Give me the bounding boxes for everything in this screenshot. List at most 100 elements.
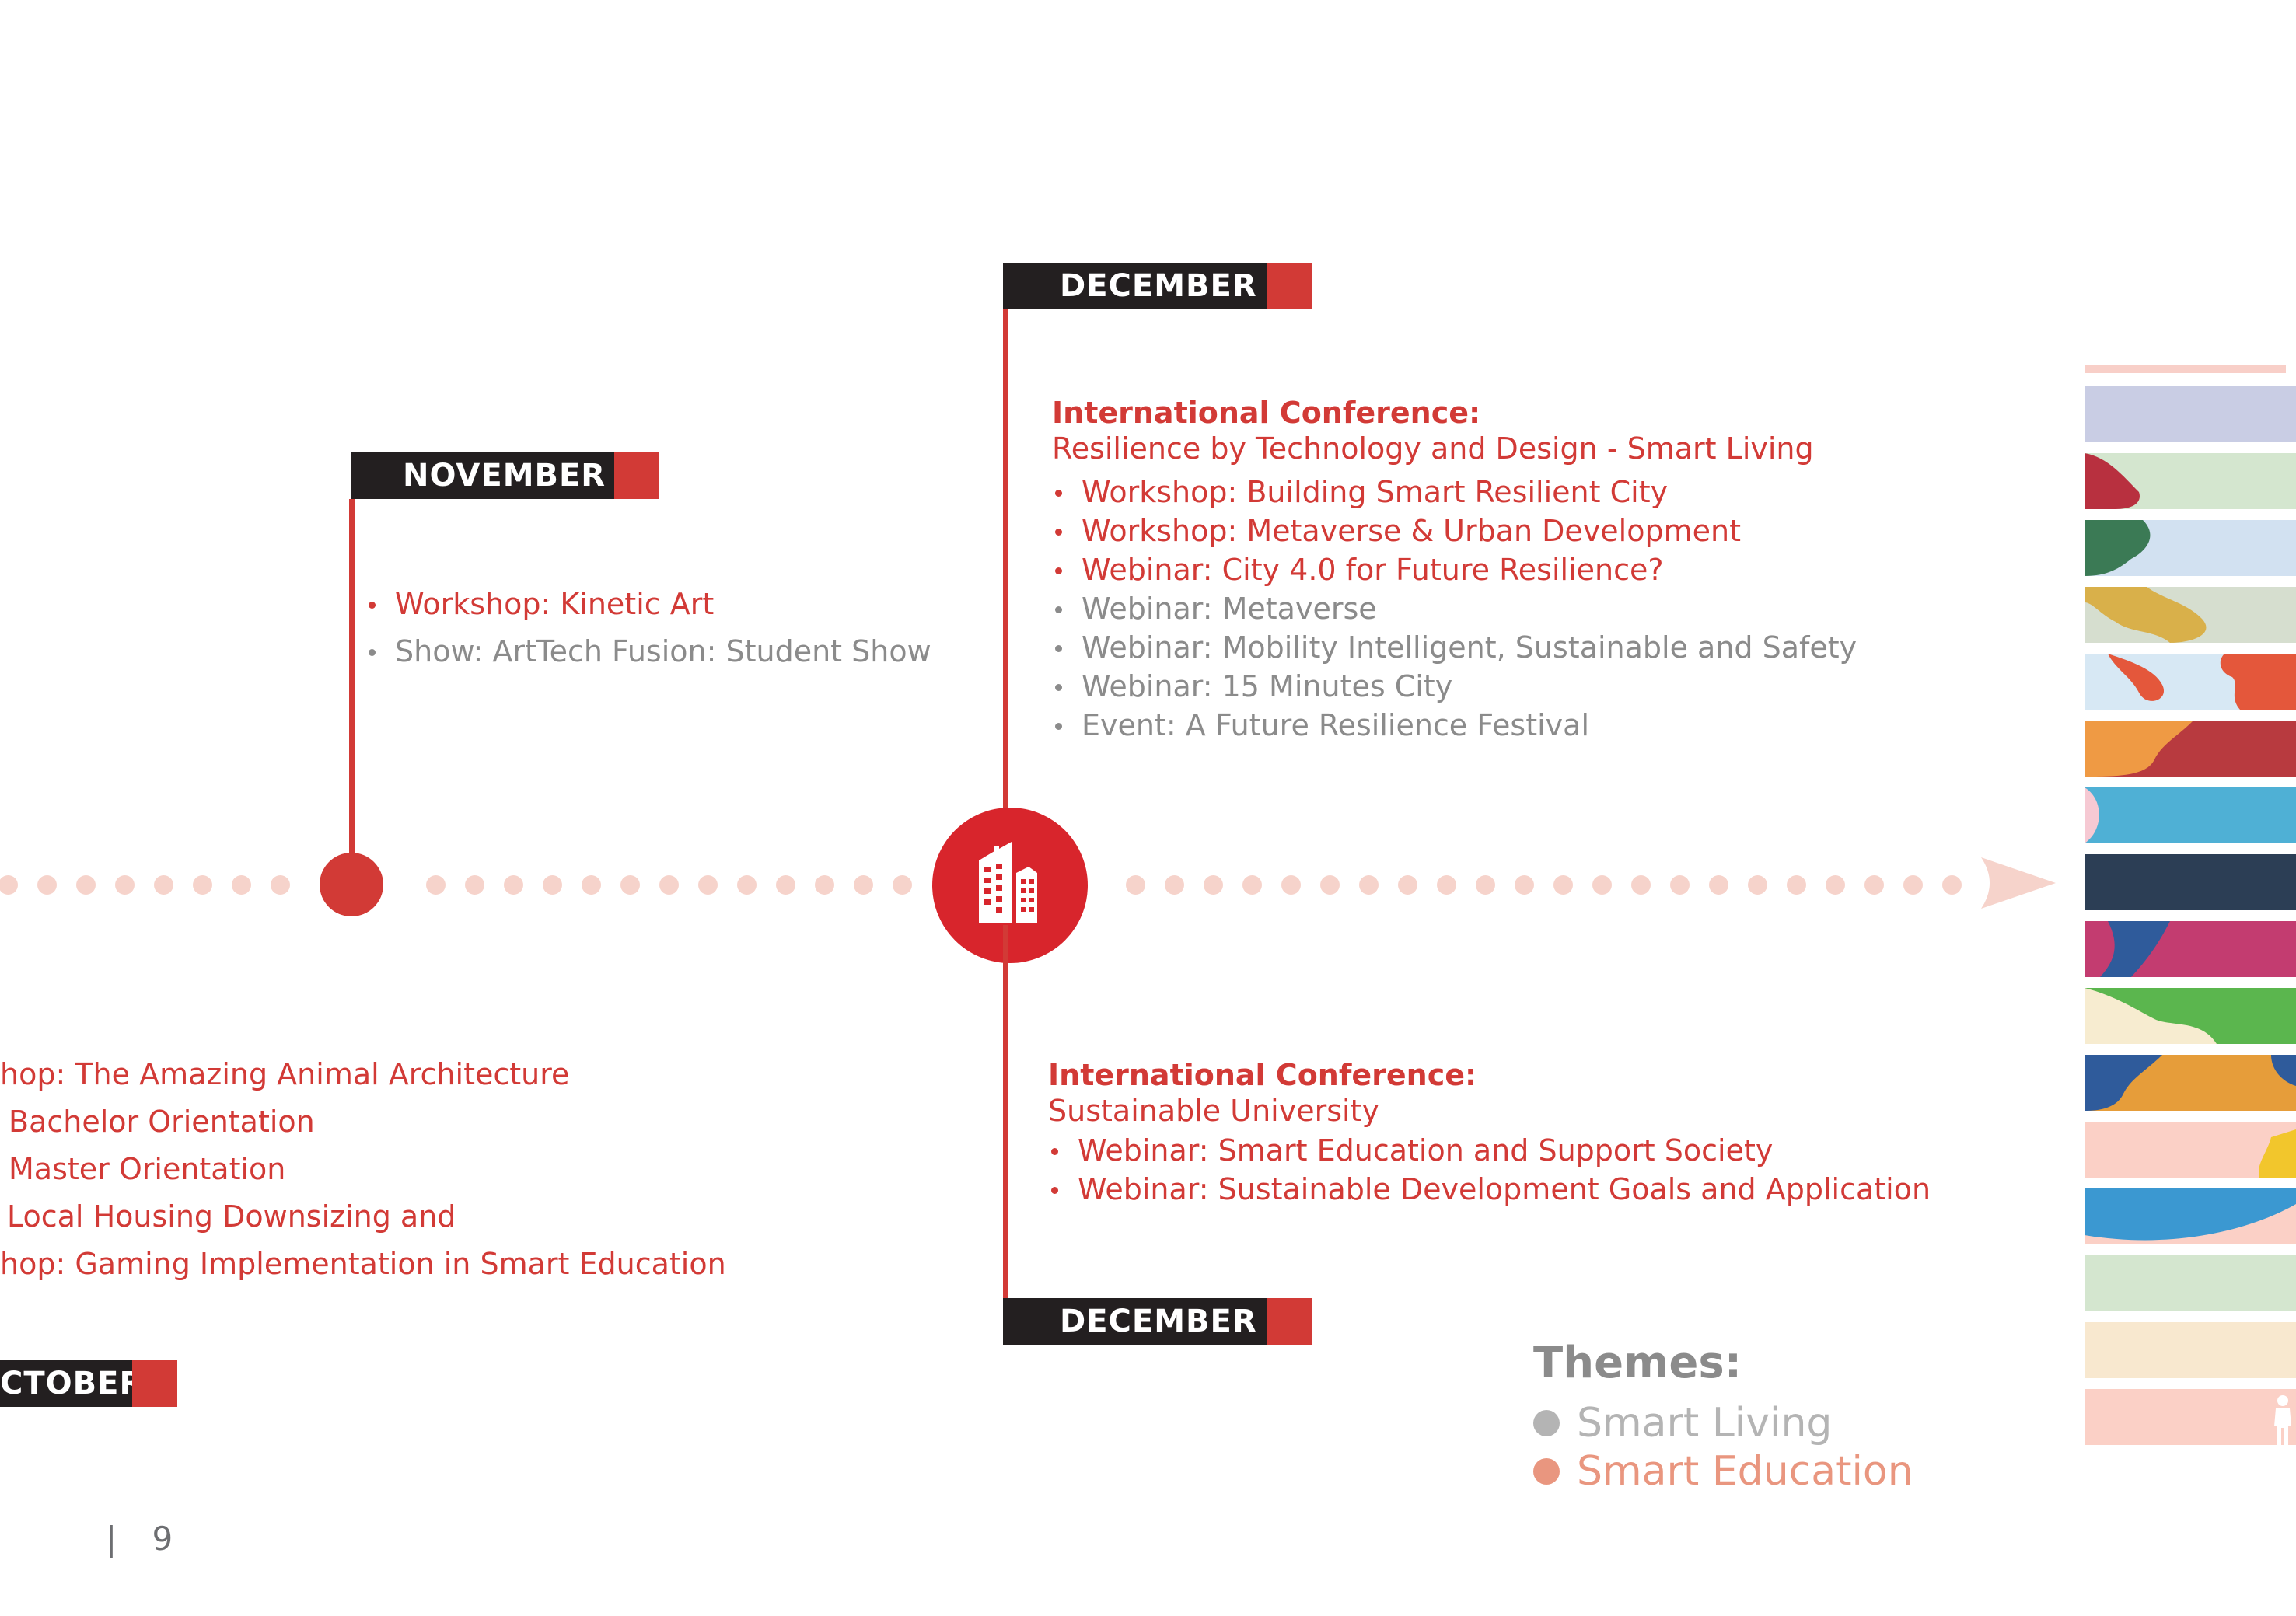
timeline-dot — [698, 874, 718, 895]
decorative-stripe — [2085, 520, 2296, 576]
timeline-dot — [271, 874, 290, 895]
timeline-dot — [1204, 874, 1223, 895]
conference-title: International Conference: — [1052, 396, 1481, 430]
decorative-stripe — [2085, 854, 2296, 910]
timeline-hub — [932, 808, 1088, 963]
timeline-dot — [893, 874, 912, 895]
decorative-stripe — [2085, 1122, 2296, 1178]
timeline-dot — [426, 874, 446, 895]
timeline-dot — [815, 874, 834, 895]
conference-subtitle: Resilience by Technology and Design - Sm… — [1052, 431, 1814, 466]
conference-title: International Conference: — [1048, 1058, 1477, 1092]
timeline-dot — [1126, 874, 1145, 895]
decorative-stripe — [2085, 787, 2296, 843]
list-item: Webinar: Smart Education and Support Soc… — [1048, 1131, 1931, 1170]
timeline-dot — [1670, 874, 1690, 895]
timeline-dot — [1942, 874, 1962, 895]
list-item: Workshop: Metaverse & Urban Development — [1052, 511, 1857, 550]
person-icon — [2274, 1395, 2291, 1445]
timeline-dot — [1709, 874, 1728, 895]
timeline-dot — [1592, 874, 1612, 895]
timeline-dot — [1864, 874, 1884, 895]
month-text: NOVEMBER — [403, 458, 606, 494]
month-label-accent — [132, 1360, 177, 1407]
decorative-stripe — [2085, 921, 2296, 977]
timeline-dot — [543, 874, 562, 895]
timeline-dot — [465, 874, 484, 895]
list-item: hop: The Amazing Animal Architecture — [0, 1057, 570, 1091]
legend-label: Smart Education — [1577, 1448, 1913, 1495]
timeline-dot — [854, 874, 873, 895]
timeline-dot — [1359, 874, 1379, 895]
month-text: CTOBER — [0, 1366, 145, 1401]
decorative-stripe — [2085, 453, 2296, 509]
decorative-stripe — [2085, 721, 2296, 777]
december-bottom-content: International Conference: Sustainable Un… — [1048, 1057, 1931, 1209]
decorative-stripe — [2085, 587, 2296, 643]
decorative-stripe — [2085, 1389, 2296, 1445]
month-text: DECEMBER — [1060, 268, 1257, 304]
timeline-dot — [1748, 874, 1767, 895]
timeline-dot — [620, 874, 640, 895]
timeline-dot — [1515, 874, 1534, 895]
conference-subtitle: Sustainable University — [1048, 1094, 1379, 1128]
month-label-accent — [614, 452, 659, 499]
month-label-november: NOVEMBER — [351, 452, 659, 499]
decorative-stripe — [2085, 365, 2286, 373]
list-item: Webinar: Mobility Intelligent, Sustainab… — [1052, 628, 1857, 667]
legend-marker — [1533, 1410, 1560, 1436]
decorative-stripe — [2085, 654, 2296, 710]
timeline-dot — [1631, 874, 1651, 895]
page-number: 9 — [152, 1520, 173, 1558]
list-item: Event: A Future Resilience Festival — [1052, 706, 1857, 745]
decorative-stripe — [2085, 1255, 2296, 1311]
timeline-dot — [582, 874, 601, 895]
timeline-dot — [0, 874, 18, 895]
month-label-december-top: DECEMBER — [1003, 263, 1312, 309]
decorative-stripe — [2085, 988, 2296, 1044]
month-label-december-bottom: DECEMBER — [1003, 1298, 1312, 1345]
list-item: Local Housing Downsizing and — [7, 1199, 456, 1234]
list-item: Webinar: Metaverse — [1052, 589, 1857, 628]
timeline-dot — [1553, 874, 1573, 895]
month-label-accent — [1267, 263, 1312, 309]
timeline-dot — [504, 874, 523, 895]
timeline-dot — [37, 874, 57, 895]
timeline-dot — [154, 874, 173, 895]
arrow-right-icon — [1981, 857, 2056, 909]
timeline-dot — [232, 874, 251, 895]
timeline-dot — [1476, 874, 1495, 895]
timeline-dot — [76, 874, 96, 895]
month-label-october: CTOBER — [0, 1360, 177, 1407]
legend-entry-smart-education: Smart Education — [1533, 1447, 1913, 1496]
timeline-dot — [1903, 874, 1923, 895]
december-top-content: International Conference: Resilience by … — [1052, 395, 1857, 745]
timeline-dot — [1787, 874, 1806, 895]
list-item: Webinar: City 4.0 for Future Resilience? — [1052, 550, 1857, 589]
decorative-stripe — [2085, 1188, 2296, 1244]
list-item: Master Orientation — [9, 1152, 286, 1186]
timeline-dot — [1826, 874, 1845, 895]
list-item: Show: ArtTech Fusion: Student Show — [365, 632, 931, 671]
timeline-dot — [737, 874, 757, 895]
timeline-dot — [1281, 874, 1301, 895]
legend-label: Smart Living — [1577, 1400, 1833, 1447]
decorative-stripe — [2085, 386, 2296, 442]
decorative-stripe — [2085, 1055, 2296, 1111]
timeline-dot — [115, 874, 135, 895]
month-text: DECEMBER — [1060, 1304, 1257, 1339]
legend-title: Themes: — [1533, 1338, 1742, 1388]
timeline-dot — [1437, 874, 1456, 895]
list-item: hop: Gaming Implementation in Smart Educ… — [0, 1247, 726, 1281]
timeline-dot — [1242, 874, 1262, 895]
legend-entry-smart-living: Smart Living — [1533, 1399, 1832, 1447]
themes-legend: Themes: Smart Living Smart Education — [1533, 1338, 1913, 1496]
timeline-dot — [1165, 874, 1184, 895]
month-label-accent — [1267, 1298, 1312, 1345]
list-item: Webinar: 15 Minutes City — [1052, 667, 1857, 706]
list-item: Workshop: Building Smart Resilient City — [1052, 473, 1857, 511]
list-item: Workshop: Kinetic Art — [365, 585, 931, 623]
timeline-dot — [659, 874, 679, 895]
timeline-dot — [1320, 874, 1340, 895]
november-event-list: Workshop: Kinetic Art Show: ArtTech Fusi… — [365, 585, 931, 671]
